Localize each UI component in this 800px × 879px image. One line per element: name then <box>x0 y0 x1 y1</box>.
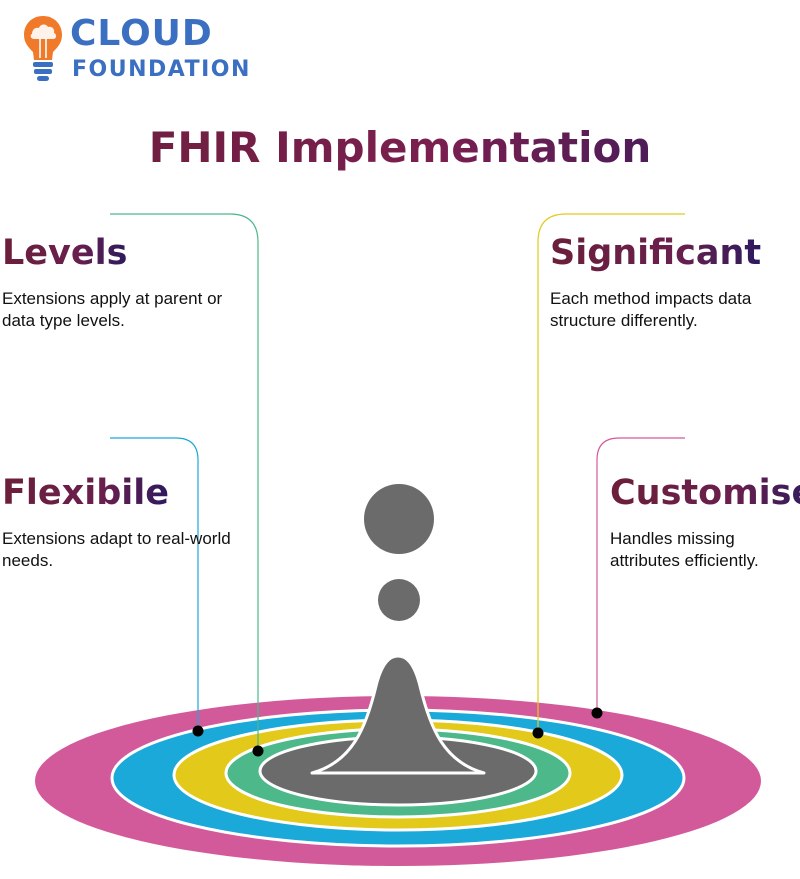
dot-flexible <box>192 725 204 737</box>
significant-description: Each method impacts data structure diffe… <box>550 289 752 330</box>
flexible-description: Extensions adapt to real-world needs. <box>2 529 231 570</box>
logo: CLOUD FOUNDATION <box>20 12 290 87</box>
dot-significant <box>532 727 544 739</box>
customise-title: Customise <box>610 472 800 514</box>
logo-text-foundation: FOUNDATION <box>72 57 251 82</box>
flexible-title: Flexibile <box>2 473 170 513</box>
connector-significant <box>537 213 685 733</box>
droplet-large <box>364 484 434 554</box>
significant-title: Significant <box>550 233 762 273</box>
connector-flexible <box>110 437 199 731</box>
page-title: FHIR Implementation <box>0 120 800 176</box>
droplet-small <box>378 579 420 621</box>
connector-customise <box>596 437 685 713</box>
levels-title: Levels <box>2 233 128 273</box>
levels-description: Extensions apply at parent or data type … <box>2 289 223 330</box>
connector-levels <box>110 213 259 751</box>
logo-text-cloud: CLOUD <box>70 13 213 54</box>
lightbulb-cloud-icon <box>24 16 62 81</box>
splash-column <box>310 654 486 775</box>
dot-levels <box>252 745 264 757</box>
dot-customise <box>591 707 603 719</box>
customise-description: Handles missing attributes efficiently. <box>610 529 759 570</box>
